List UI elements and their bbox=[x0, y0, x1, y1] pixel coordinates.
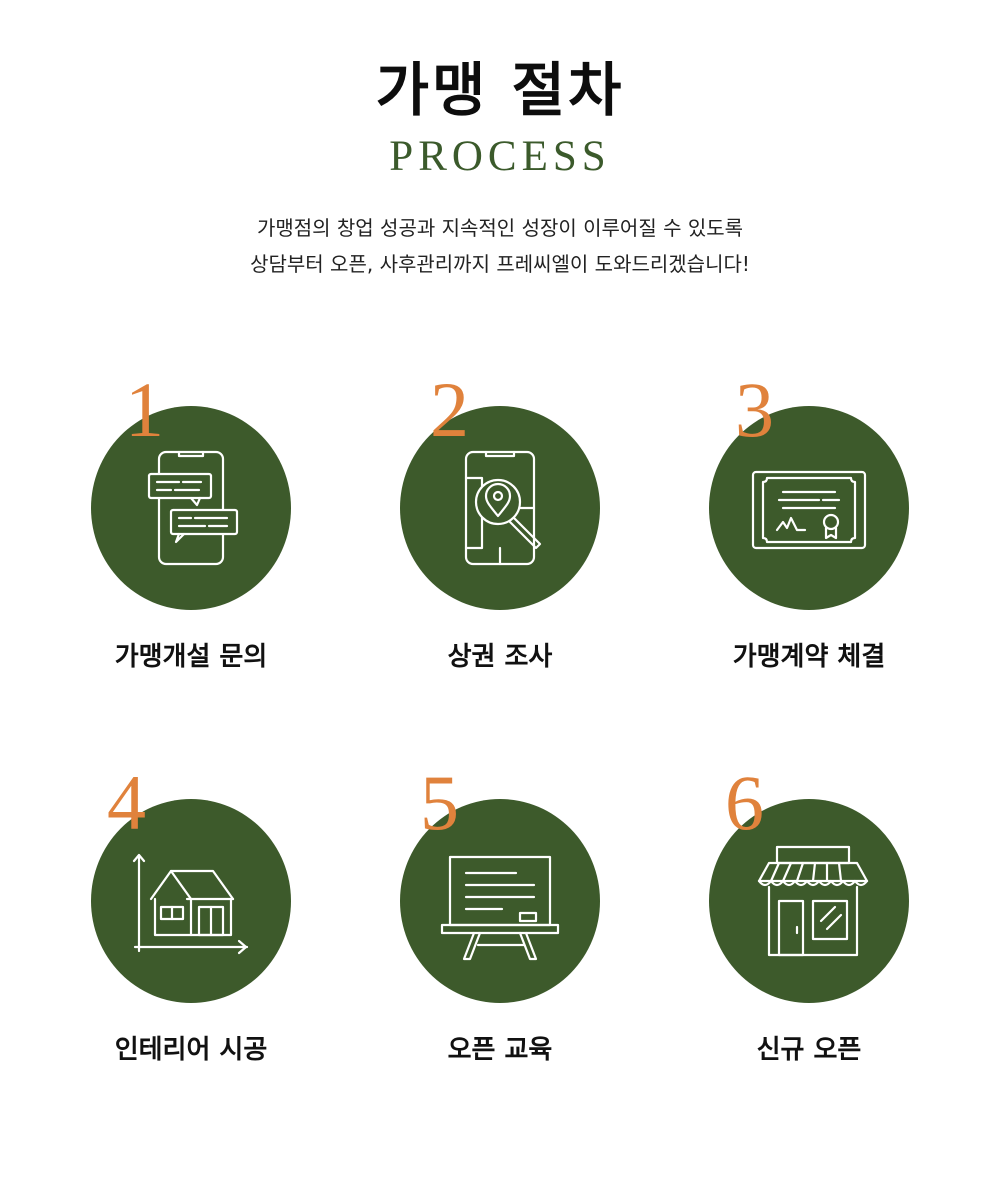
page-title: 가맹 절차 bbox=[375, 56, 625, 124]
process-step-5: 5 오픈 교육 bbox=[370, 763, 630, 1083]
process-step-6: 6 신규 오픈 bbox=[679, 763, 939, 1083]
step-label: 인테리어 시공 bbox=[114, 1035, 268, 1065]
process-step-2: 2 상권 조사 bbox=[370, 370, 630, 690]
step-number: 5 bbox=[420, 759, 459, 846]
step-number: 3 bbox=[735, 366, 774, 453]
step-circle bbox=[91, 406, 291, 610]
step-number: 6 bbox=[725, 759, 764, 846]
step-label: 가맹계약 체결 bbox=[732, 642, 886, 672]
certificate-icon bbox=[751, 470, 867, 550]
map-search-icon bbox=[464, 450, 542, 566]
step-label: 가맹개설 문의 bbox=[114, 642, 268, 672]
step-circle bbox=[91, 799, 291, 1003]
step-number: 1 bbox=[125, 366, 164, 453]
step-circle bbox=[400, 406, 600, 610]
step-label: 상권 조사 bbox=[447, 642, 553, 672]
step-circle bbox=[709, 406, 909, 610]
description-line: 가맹점의 창업 성공과 지속적인 성장이 이루어질 수 있도록 bbox=[256, 216, 744, 240]
step-number: 4 bbox=[107, 759, 146, 846]
chat-phone-icon bbox=[147, 450, 239, 566]
step-circle bbox=[400, 799, 600, 1003]
process-step-3: 3 가맹계약 체결 bbox=[679, 370, 939, 690]
process-step-4: 4 인테리어 시공 bbox=[61, 763, 321, 1083]
page-description: 가맹점의 창업 성공과 지속적인 성장이 이루어질 수 있도록 상담부터 오픈,… bbox=[0, 210, 1000, 282]
storefront-icon bbox=[757, 845, 869, 957]
page-subtitle: PROCESS bbox=[389, 133, 611, 180]
step-number: 2 bbox=[430, 366, 469, 453]
description-line: 상담부터 오픈, 사후관리까지 프레씨엘이 도와드리겠습니다! bbox=[250, 252, 750, 276]
house-plan-icon bbox=[132, 853, 249, 955]
step-label: 신규 오픈 bbox=[756, 1035, 862, 1065]
process-step-1: 1 가맹개설 문의 bbox=[61, 370, 321, 690]
step-circle bbox=[709, 799, 909, 1003]
step-label: 오픈 교육 bbox=[447, 1035, 553, 1065]
whiteboard-icon bbox=[440, 855, 560, 961]
